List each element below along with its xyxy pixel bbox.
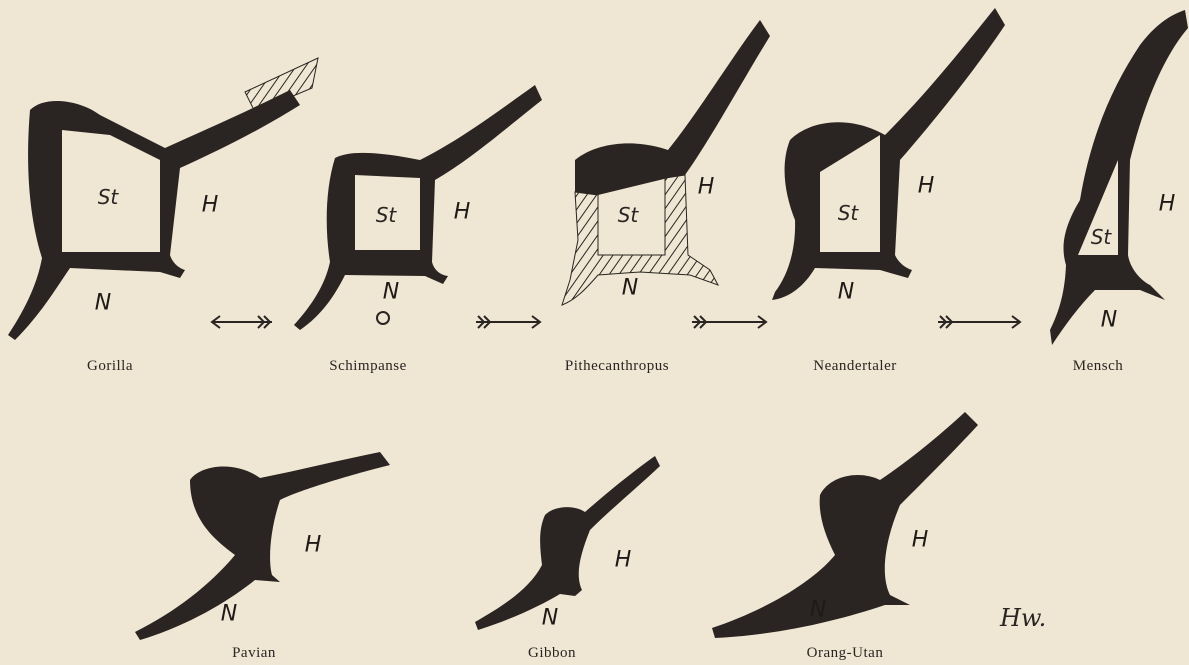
st-label: St <box>376 203 397 227</box>
caption-schimpanse: Schimpanse <box>329 358 407 375</box>
n-label: N <box>810 598 826 623</box>
caption-gibbon: Gibbon <box>528 645 576 662</box>
schimpanse-outline <box>294 85 542 330</box>
h-label: H <box>698 175 715 200</box>
n-label: N <box>542 606 558 631</box>
artist-signature: Hw. <box>1000 604 1046 632</box>
n-label: N <box>838 280 854 305</box>
st-label: St <box>98 185 119 209</box>
h-label: H <box>454 200 471 225</box>
n-label: N <box>383 280 399 305</box>
neandertaler-outline <box>772 8 1005 300</box>
arrow-right-icon <box>692 316 766 328</box>
n-label: N <box>1101 308 1117 333</box>
caption-mensch: Mensch <box>1073 358 1124 375</box>
pithecanthropus-outline <box>562 20 770 305</box>
arrow-left-icon <box>212 316 272 328</box>
n-label: N <box>221 602 237 627</box>
arrow-right-icon <box>938 316 1020 328</box>
orang-utan-outline <box>712 412 978 638</box>
caption-orang-utan: Orang-Utan <box>807 645 884 662</box>
n-label: N <box>95 291 111 316</box>
caption-pithecanthropus: Pithecanthropus <box>565 358 669 375</box>
n-label: N <box>622 276 638 301</box>
gibbon-outline <box>475 456 660 630</box>
h-label: H <box>1159 192 1176 217</box>
h-label: H <box>305 533 322 558</box>
caption-pavian: Pavian <box>232 645 276 662</box>
h-label: H <box>615 548 632 573</box>
mensch-outline <box>1050 10 1188 345</box>
h-label: H <box>918 174 935 199</box>
h-label: H <box>202 193 219 218</box>
st-label: St <box>1091 225 1112 249</box>
gorilla-outline <box>8 58 318 340</box>
h-label: H <box>912 528 929 553</box>
arrow-right-icon <box>476 316 540 328</box>
caption-neandertaler: Neandertaler <box>813 358 896 375</box>
caption-gorilla: Gorilla <box>87 358 133 375</box>
st-label: St <box>838 201 859 225</box>
pavian-outline <box>135 452 390 640</box>
st-label: St <box>618 203 639 227</box>
